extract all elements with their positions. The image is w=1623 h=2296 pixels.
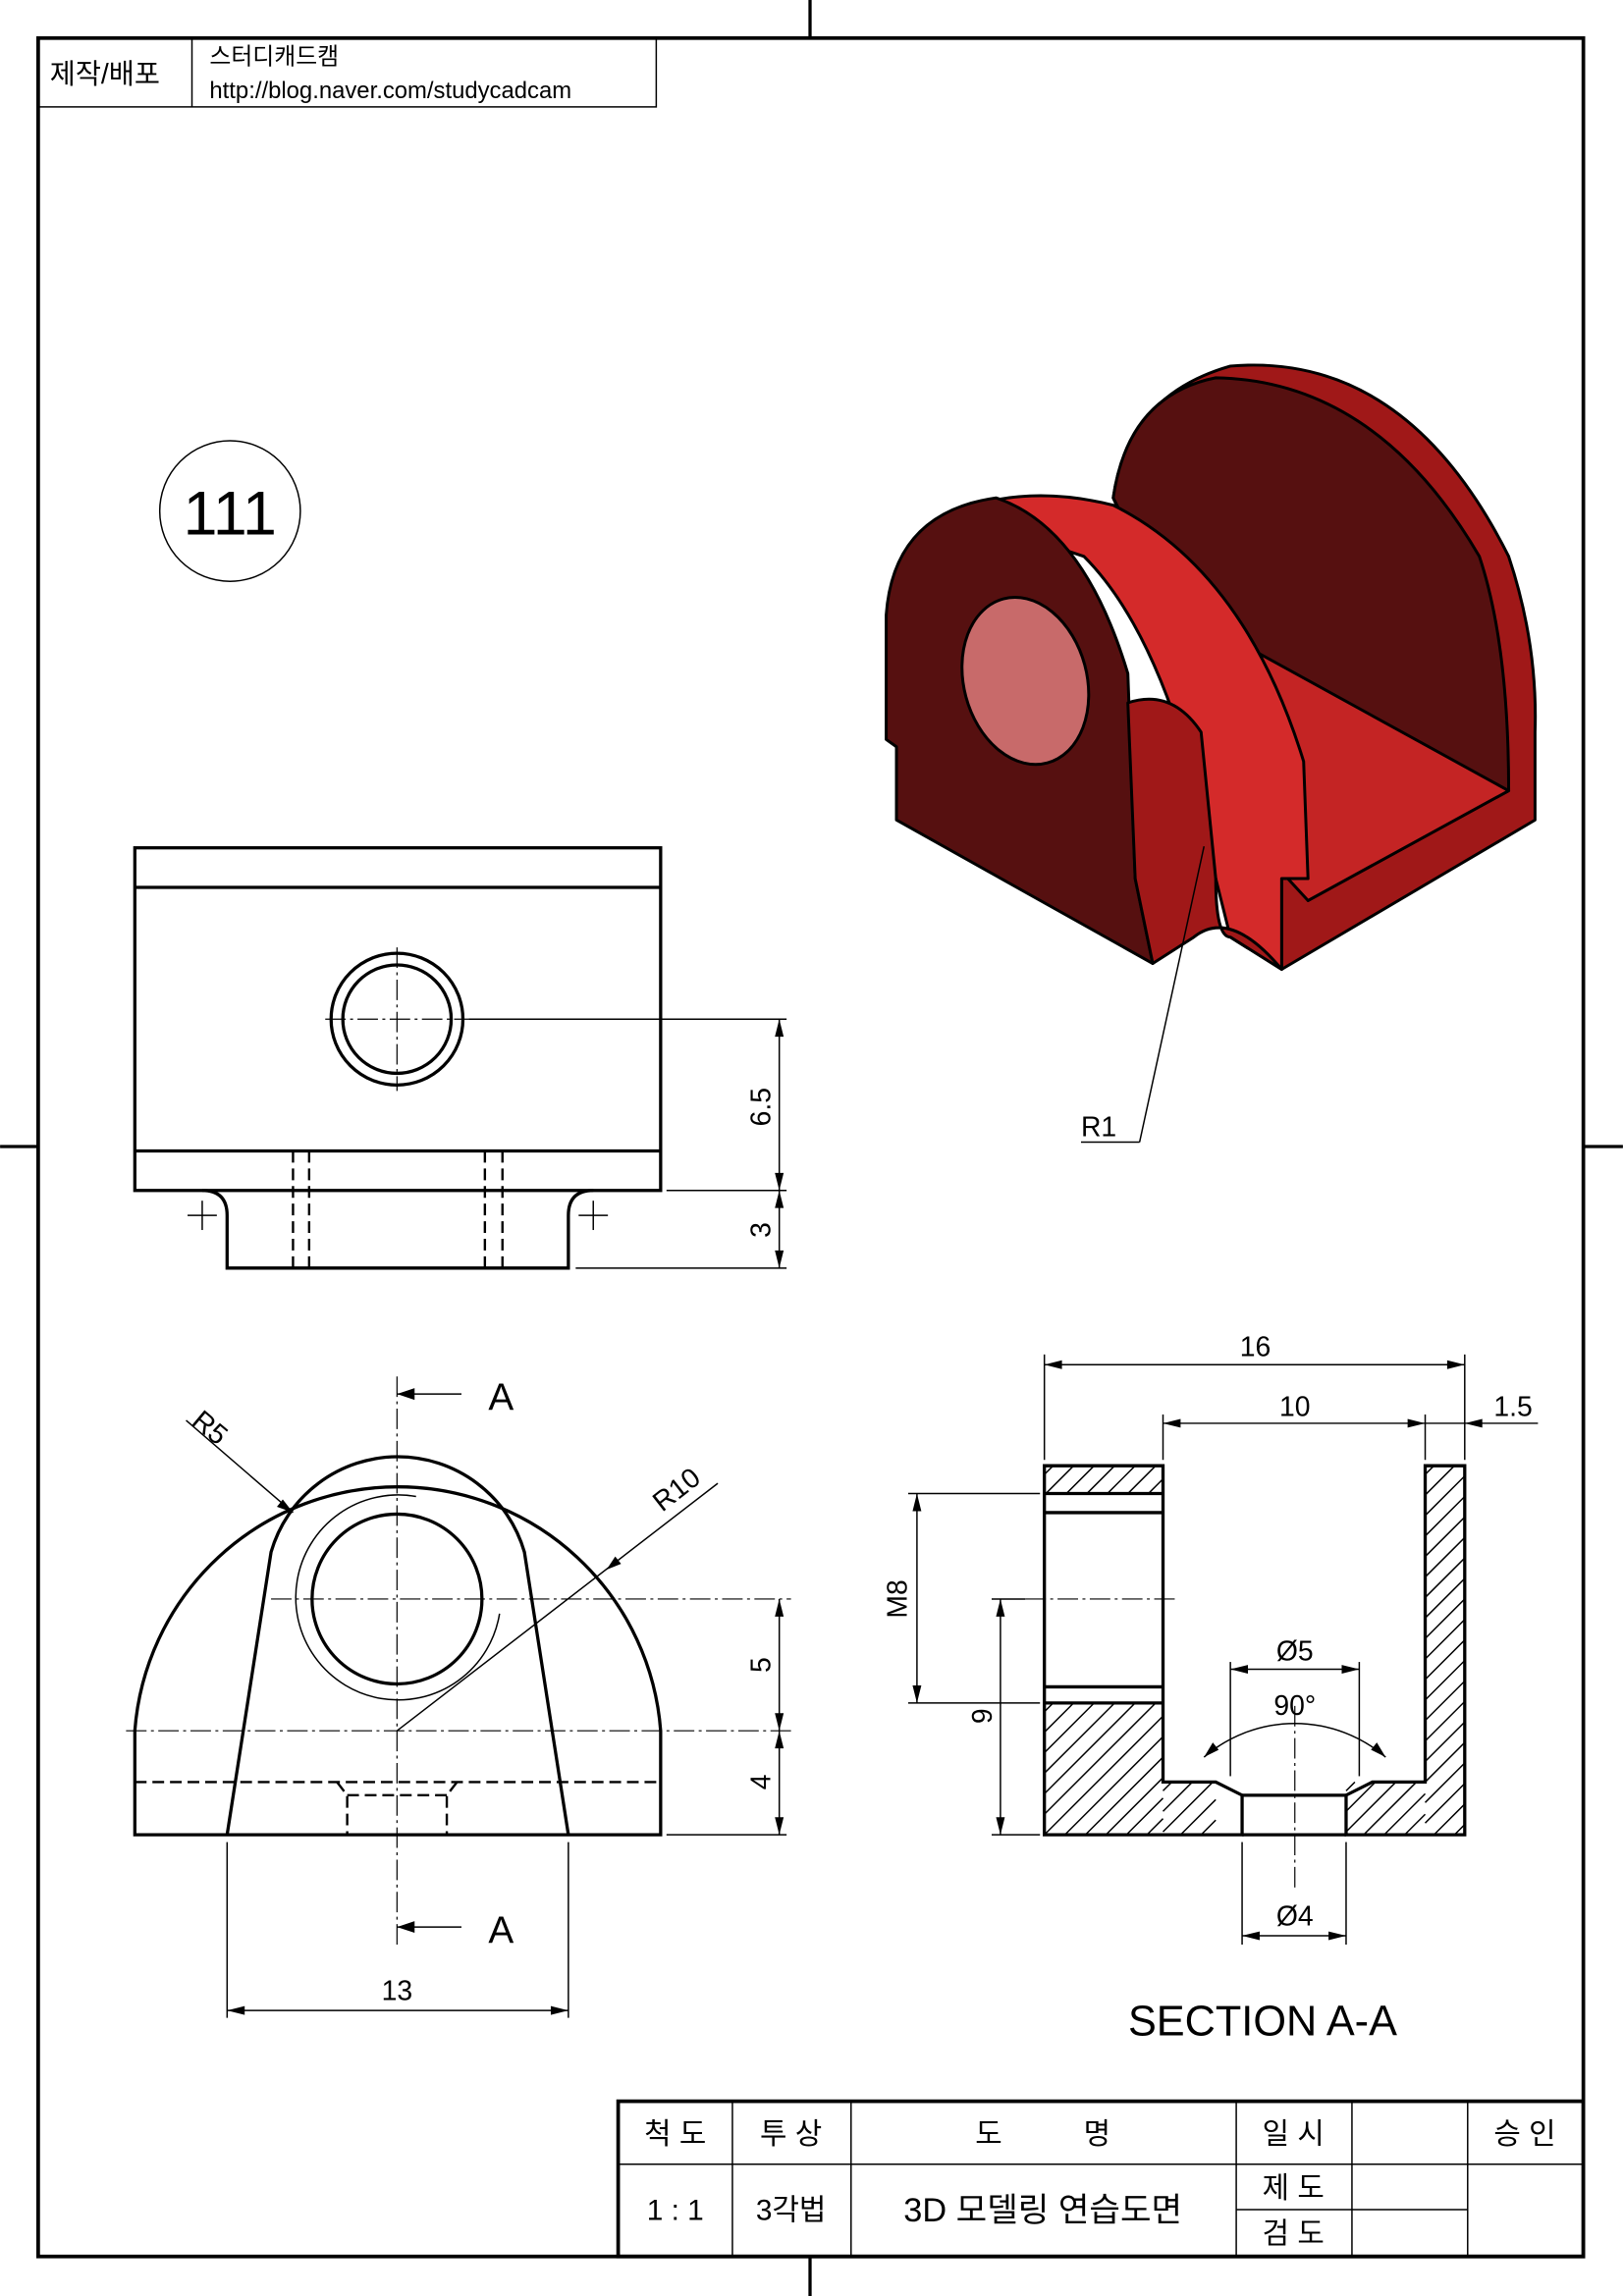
- hatch-line: [1345, 1781, 1397, 1833]
- hatch-line: [1044, 1715, 1164, 1836]
- hatch-line: [1424, 1577, 1466, 1619]
- hatch-line: [1105, 1777, 1164, 1836]
- hatch-line: [1424, 1783, 1466, 1824]
- lug-arc: [950, 494, 1310, 972]
- tb-name-label: 도 명: [975, 2118, 1110, 2151]
- hatch-line: [1363, 1781, 1418, 1836]
- dim-1.5: 1.5: [1493, 1391, 1532, 1422]
- hatch-line: [1148, 1478, 1164, 1495]
- dim-16: 16: [1240, 1331, 1271, 1362]
- hatch-line: [1107, 1465, 1136, 1495]
- iso-3d-view: [885, 363, 1538, 1144]
- tb-drafted-label: 제 도: [1263, 2172, 1325, 2205]
- hatch-line: [1345, 1781, 1356, 1791]
- header-box: 제작/배포 스터디캐드캠 http://blog.naver.com/study…: [37, 37, 658, 108]
- header-author: 스터디캐드캠: [209, 44, 339, 71]
- hatch-line: [1086, 1465, 1115, 1495]
- header-label: 제작/배포: [50, 59, 160, 90]
- hatch-line: [1424, 1741, 1466, 1783]
- lug-edge: [1126, 697, 1283, 972]
- dim-m8: M8: [882, 1579, 913, 1618]
- hatch-line: [1424, 1762, 1466, 1803]
- dim-dia4: Ø4: [1276, 1901, 1314, 1933]
- hatch-line: [1125, 1797, 1164, 1836]
- hatch-line: [1424, 1516, 1466, 1558]
- section-view: 16 10 1.5 M8 9 Ø5 90° Ø4 SECTION A-A: [882, 1331, 1539, 2045]
- hatch-line: [1424, 1639, 1466, 1681]
- section-mark-bottom: A: [488, 1909, 514, 1951]
- hatch-line: [1162, 1781, 1193, 1812]
- hatch-line: [1044, 1702, 1115, 1774]
- hatch-line: [1424, 1619, 1466, 1660]
- dim-6.5: 6.5: [746, 1088, 778, 1126]
- dim-10: 10: [1279, 1391, 1311, 1422]
- hatch-line: [1345, 1781, 1377, 1812]
- dim-4: 4: [746, 1775, 778, 1790]
- tb-checked-label: 검 도: [1263, 2217, 1325, 2250]
- tb-projection: 3각법: [756, 2194, 826, 2226]
- title-block: 척 도 투 상 도 명 일 시 승 인 1 : 1 3각법 3D 모델링 연습도…: [616, 2099, 1586, 2259]
- hatch-line: [1200, 1819, 1217, 1836]
- tb-date-label: 일 시: [1263, 2118, 1325, 2151]
- hatch-line: [1162, 1781, 1214, 1833]
- front-view: A A 5 4 13 R5 R10: [126, 1376, 791, 2018]
- tb-name: 3D 모델링 연습도면: [903, 2192, 1182, 2229]
- tb-projection-label: 투 상: [760, 2118, 822, 2151]
- hatch-line: [1424, 1721, 1466, 1763]
- hatch-line: [1044, 1702, 1075, 1734]
- dim-3: 3: [746, 1222, 778, 1238]
- hatch-line: [1424, 1660, 1466, 1701]
- hatch-line: [1424, 1700, 1466, 1742]
- hatch-line: [1065, 1465, 1095, 1495]
- hatch-line: [1424, 1680, 1466, 1722]
- hatch-line: [1044, 1702, 1157, 1815]
- top-view: 6.5 3: [133, 846, 787, 1270]
- hatch-line: [1424, 1557, 1466, 1598]
- callout-r1: R1: [1081, 1112, 1116, 1144]
- hatch-line: [1127, 1465, 1157, 1495]
- dim-dia5: Ø5: [1276, 1636, 1314, 1668]
- dim-9: 9: [967, 1708, 999, 1724]
- hatch-line: [1044, 1702, 1136, 1794]
- hatch-line: [1383, 1792, 1427, 1836]
- radius-r5: R5: [187, 1405, 234, 1452]
- drawing-number: 111: [184, 479, 277, 548]
- header-url: http://blog.naver.com/studycadcam: [209, 78, 571, 104]
- tb-scale: 1 : 1: [647, 2194, 704, 2226]
- dim-13: 13: [382, 1976, 413, 2007]
- hatch-line: [1146, 1818, 1164, 1836]
- hatch-line: [1404, 1813, 1427, 1836]
- hatch-line: [1433, 1803, 1466, 1836]
- hatch-line: [1045, 1465, 1075, 1495]
- threaded-bore: [960, 596, 1091, 767]
- drawing-number-circle: [158, 440, 301, 582]
- hatch-line: [1424, 1598, 1466, 1639]
- hatch-line: [1064, 1735, 1164, 1836]
- sheet-border: [36, 35, 1586, 2259]
- dim-5: 5: [746, 1657, 778, 1673]
- section-title: SECTION A-A: [1128, 1998, 1397, 2045]
- tb-scale-label: 척 도: [644, 2118, 706, 2151]
- hatch-line: [1424, 1465, 1455, 1496]
- hatch-line: [1453, 1824, 1466, 1836]
- hatch-line: [1044, 1702, 1095, 1754]
- section-mark-top: A: [488, 1377, 514, 1419]
- hatch-line: [1424, 1475, 1466, 1517]
- hatch-line: [1424, 1536, 1466, 1578]
- radius-r10: R10: [647, 1462, 707, 1518]
- tb-approval-label: 승 인: [1493, 2118, 1555, 2151]
- dim-angle: 90°: [1273, 1690, 1316, 1722]
- hatch-line: [1084, 1756, 1164, 1836]
- hatch-line: [1179, 1798, 1217, 1836]
- hatch-line: [1424, 1495, 1466, 1537]
